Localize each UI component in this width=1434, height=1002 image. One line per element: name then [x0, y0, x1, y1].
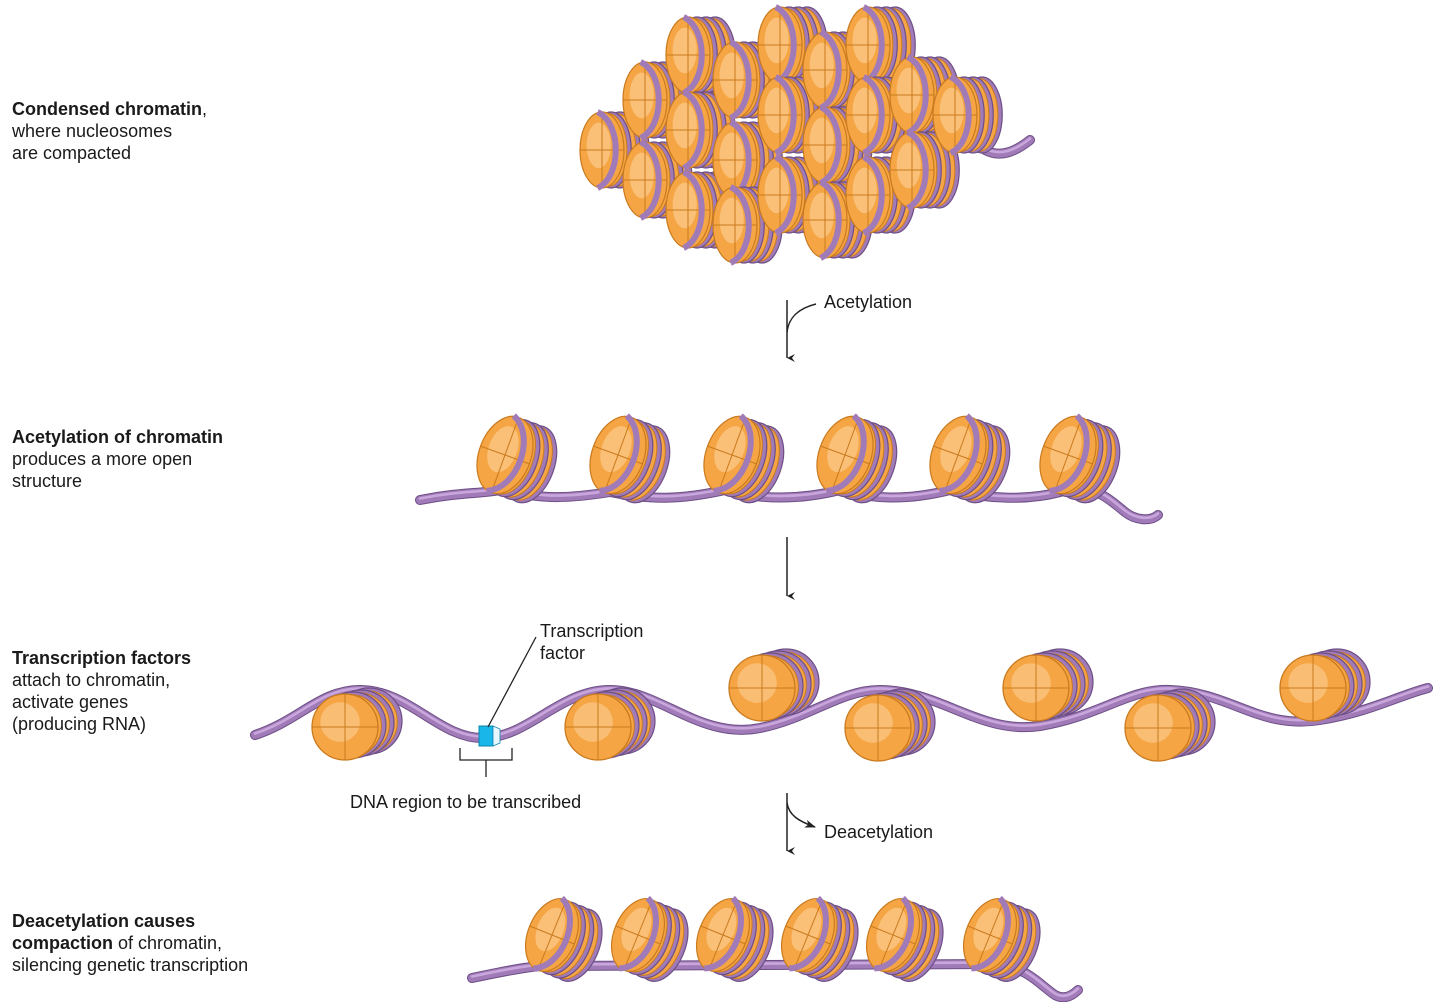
- deac-nucleosome-2: [602, 891, 698, 989]
- deac-nucleosome-3: [687, 891, 783, 989]
- transcription-factor-annotation: Transcription factor: [540, 620, 643, 664]
- tf-nucleosome-6: [1003, 649, 1093, 721]
- condensed-nucleosome-21: [933, 77, 1002, 153]
- condensed-chromatin-label: Condensed chromatin, where nucleosomes a…: [12, 98, 207, 164]
- tf-nucleosome-3: [845, 689, 935, 761]
- tf-nucleosome-4: [1125, 689, 1215, 761]
- dna-region-bracket: [460, 748, 512, 777]
- transcription-factors-label: Transcription factors attach to chromati…: [12, 647, 191, 735]
- deac-nucleosome-4: [772, 891, 868, 989]
- acetylation-step-label: Acetylation: [824, 291, 912, 313]
- deacetylation-causes-label: Deacetylation causes compaction of chrom…: [12, 910, 248, 976]
- deac-nucleosome-5: [857, 891, 953, 989]
- arrow-deacetylation: [787, 793, 815, 851]
- acetylated-chromatin-row: [420, 409, 1158, 520]
- deacetylated-chromatin-row: [472, 891, 1078, 998]
- acetylation-of-chromatin-label: Acetylation of chromatin produces a more…: [12, 426, 223, 492]
- arrow-acetylation: [787, 300, 816, 358]
- tf-pointer-line: [488, 637, 536, 727]
- dna-region-annotation: DNA region to be transcribed: [350, 791, 581, 813]
- condensed-chromatin-cluster: [580, 7, 1030, 263]
- transcription-chromatin-row: [255, 649, 1428, 761]
- deacetylation-step-label: Deacetylation: [824, 821, 933, 843]
- deac-nucleosome-1: [516, 891, 612, 989]
- transcription-factor-block: [479, 726, 493, 746]
